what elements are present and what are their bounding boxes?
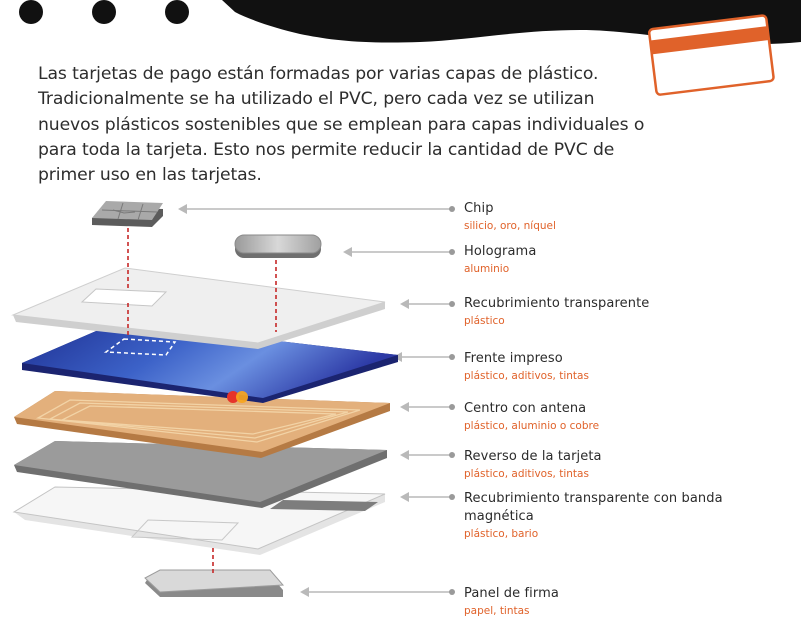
label-antenna-core: Centro con antena plástico, aluminio o c… [464,400,784,433]
intro-line-5: primer uso en las tarjetas. [38,165,262,186]
layer-name: Panel de firma [464,586,559,601]
chip-layer [92,201,163,227]
back-layer [14,441,387,508]
layer-material: plástico [464,315,505,327]
label-transparent-cover: Recubrimiento transparente plástico [464,295,784,328]
dot-3 [165,0,189,24]
antenna-core-layer [14,391,390,458]
layer-material: plástico, aditivos, tintas [464,468,589,480]
layer-material: plástico, bario [464,528,539,540]
dashed-connectors [127,228,277,574]
layer-name: Reverso de la tarjeta [464,449,602,464]
leader-arrowheads [178,204,409,597]
layer-material: plástico, aluminio o cobre [464,420,600,432]
dot-2 [92,0,116,24]
printed-front-layer [22,322,398,403]
layer-material: aluminio [464,263,510,275]
layer-name: Frente impreso [464,351,563,366]
label-magnetic-cover: Recubrimiento transparente con banda mag… [464,490,754,541]
intro-line-1: Las tarjetas de pago están formadas por … [38,64,599,84]
intro-paragraph: Las tarjetas de pago están formadas por … [38,62,648,188]
label-printed-front: Frente impreso plástico, aditivos, tinta… [464,350,784,383]
layer-material: plástico, aditivos, tintas [464,370,589,382]
mastercard-logo-icon [227,391,248,403]
layer-material: silicio, oro, níquel [464,220,556,232]
layer-name: Holograma [464,244,537,259]
hologram-layer [234,234,322,258]
layer-name: Chip [464,201,494,216]
label-hologram: Holograma aluminio [464,243,784,276]
label-chip: Chip silicio, oro, níquel [464,200,784,233]
layer-material: papel, tintas [464,605,530,617]
card-outline-icon [647,14,775,96]
layer-name: Recubrimiento transparente [464,296,650,311]
magnetic-cover-layer [12,486,386,555]
layer-name: Recubrimiento transparente con banda mag… [464,491,723,524]
intro-line-4: para toda la tarjeta. Esto nos permite r… [38,139,615,160]
label-signature-panel: Panel de firma papel, tintas [464,585,784,618]
leader-end-dots [449,206,455,595]
layer-name: Centro con antena [464,401,587,416]
transparent-cover-layer [11,267,386,349]
signature-panel-layer [144,569,285,597]
intro-line-3: nuevos plásticos sostenibles que se empl… [38,114,645,135]
label-back: Reverso de la tarjeta plástico, aditivos… [464,448,784,481]
leader-lines [183,208,452,593]
dot-1 [19,0,43,24]
intro-line-2: Tradicionalmente se ha utilizado el PVC,… [38,89,595,110]
